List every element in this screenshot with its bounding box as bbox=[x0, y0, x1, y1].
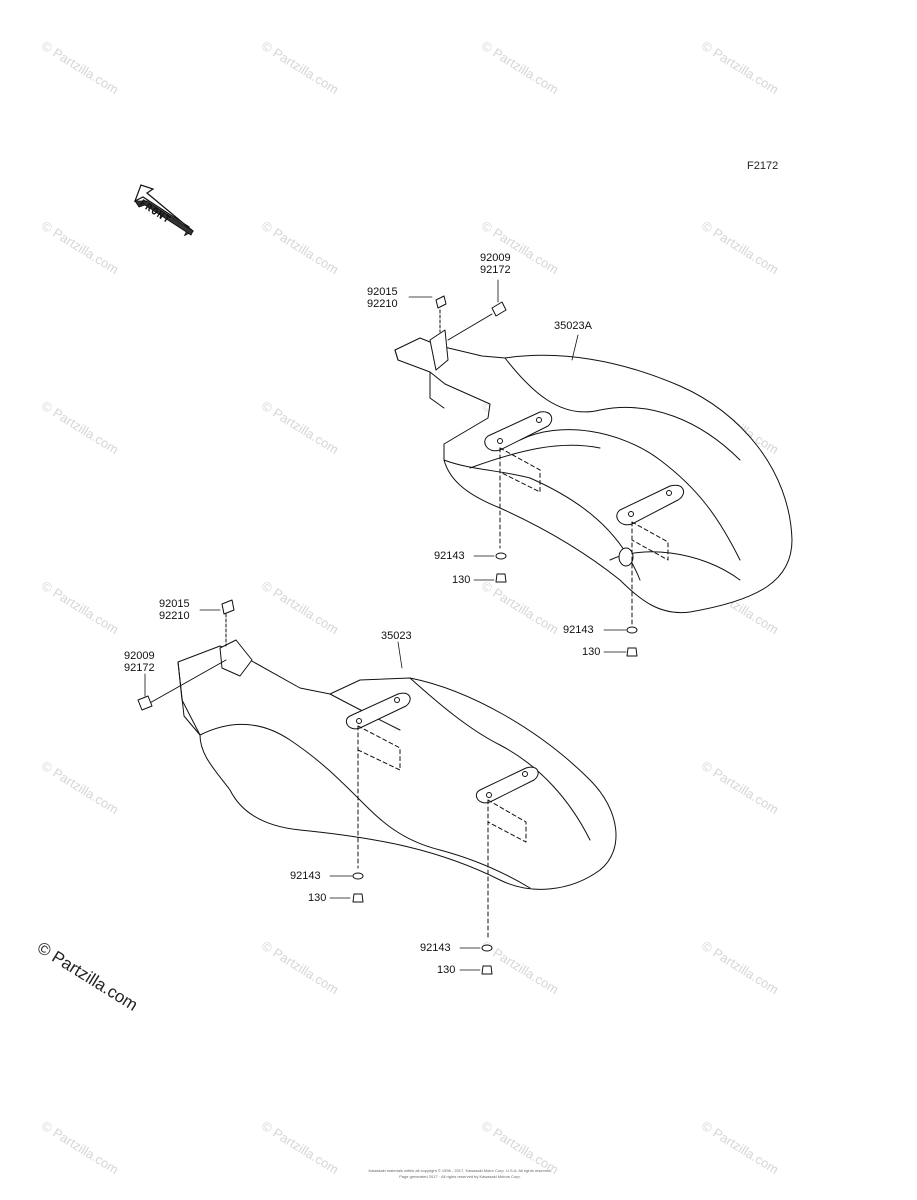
part-label: 130 bbox=[452, 574, 471, 586]
part-label: 92143 bbox=[434, 550, 465, 562]
upper-fender-35023a bbox=[394, 295, 793, 625]
part-label: 92143 bbox=[290, 870, 321, 882]
leader-lines bbox=[144, 279, 627, 971]
part-label: 92143 bbox=[420, 942, 451, 954]
part-label: 130 bbox=[437, 964, 456, 976]
part-label: 92143 bbox=[563, 624, 594, 636]
part-label: 130 bbox=[582, 646, 601, 658]
part-label: 35023A bbox=[554, 320, 592, 332]
front-arrow-icon bbox=[133, 184, 195, 237]
figure-code: F2172 bbox=[747, 160, 779, 172]
lower-fender-35023 bbox=[147, 599, 617, 941]
upper-hardware bbox=[491, 301, 638, 657]
part-label: 130 bbox=[308, 892, 327, 904]
lower-hardware bbox=[137, 695, 493, 975]
copyright-footer: Kawasaki materials within all copyright … bbox=[368, 1168, 552, 1179]
part-label: 35023 bbox=[381, 630, 412, 642]
